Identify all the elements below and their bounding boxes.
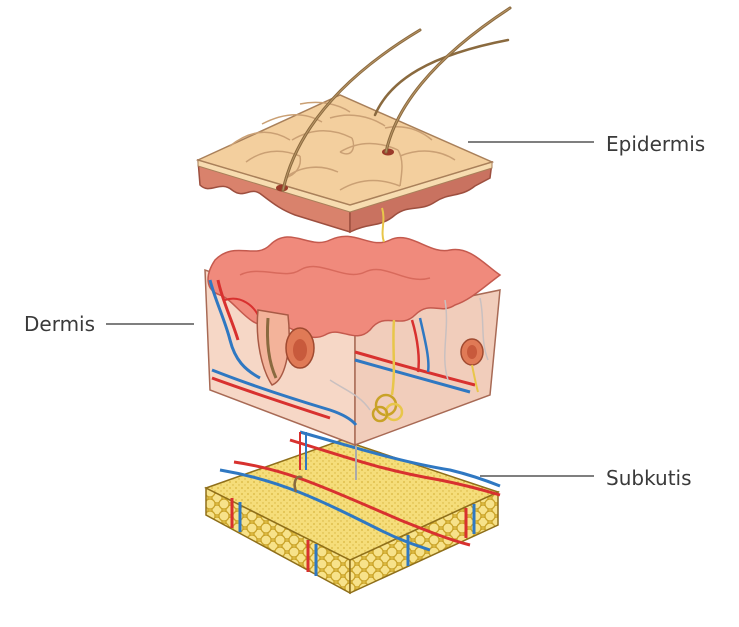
subkutis-layer	[204, 430, 501, 595]
subkutis-label: Subkutis	[606, 466, 692, 490]
sweat-gland	[371, 319, 404, 423]
epidermis-label: Epidermis	[606, 132, 706, 156]
epidermis-layer	[195, 94, 495, 243]
dermis-label: Dermis	[24, 312, 96, 336]
dermis-layer	[204, 235, 502, 447]
connecting-vessels	[299, 432, 357, 480]
hair-strands	[281, 6, 512, 192]
